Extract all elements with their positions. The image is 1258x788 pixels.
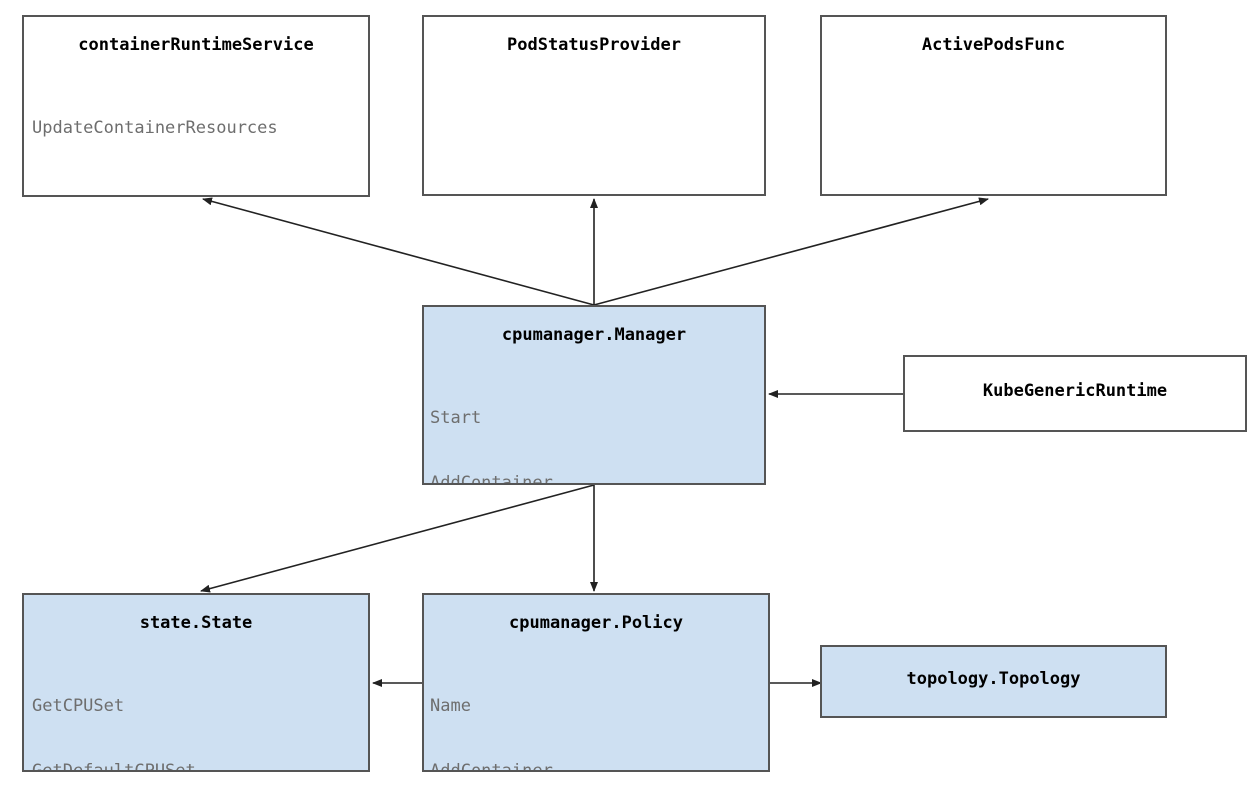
node-active-pods-func[interactable]: ActivePodsFunc (820, 15, 1167, 196)
node-title: containerRuntimeService (78, 35, 314, 55)
node-title: state.State (139, 613, 253, 633)
method-item: GetCPUSet (32, 696, 125, 716)
edge-manager-to-stateState (200, 484, 595, 593)
method-item: AddContainer (430, 760, 553, 772)
method-item: GetDefaultCPUSet (32, 760, 196, 772)
node-kube-generic-runtime[interactable]: KubeGenericRuntime (903, 355, 1247, 432)
node-container-runtime-service[interactable]: containerRuntimeService UpdateContainerR… (22, 15, 370, 197)
edge-manager-to-containerRuntimeService (202, 197, 595, 306)
node-pod-status-provider[interactable]: PodStatusProvider (422, 15, 766, 196)
method-item: Name (430, 696, 471, 716)
node-title: KubeGenericRuntime (982, 381, 1168, 401)
node-title: ActivePodsFunc (921, 35, 1066, 55)
node-title: PodStatusProvider (507, 35, 681, 55)
node-method-list: Start AddContainer RemoveContainer State (430, 365, 764, 485)
node-method-list: Name AddContainer RemoveContainer (430, 653, 768, 772)
node-title: cpumanager.Policy (509, 613, 683, 633)
method-item: Start (430, 408, 482, 428)
method-item: UpdateContainerResources (32, 118, 278, 138)
node-cpumanager-manager[interactable]: cpumanager.Manager Start AddContainer Re… (422, 305, 766, 485)
node-title: topology.Topology (906, 669, 1081, 689)
node-topology-topology[interactable]: topology.Topology (820, 645, 1167, 718)
node-cpumanager-policy[interactable]: cpumanager.Policy Name AddContainer Remo… (422, 593, 770, 772)
node-method-list: GetCPUSet GetDefaultCPUSet SetCPUSet Set… (32, 653, 368, 772)
node-title: cpumanager.Manager (501, 325, 687, 345)
node-method-list: UpdateContainerResources (32, 75, 368, 183)
method-item: AddContainer (430, 472, 553, 485)
edge-manager-to-activePodsFunc (593, 197, 989, 306)
node-state-state[interactable]: state.State GetCPUSet GetDefaultCPUSet S… (22, 593, 370, 772)
